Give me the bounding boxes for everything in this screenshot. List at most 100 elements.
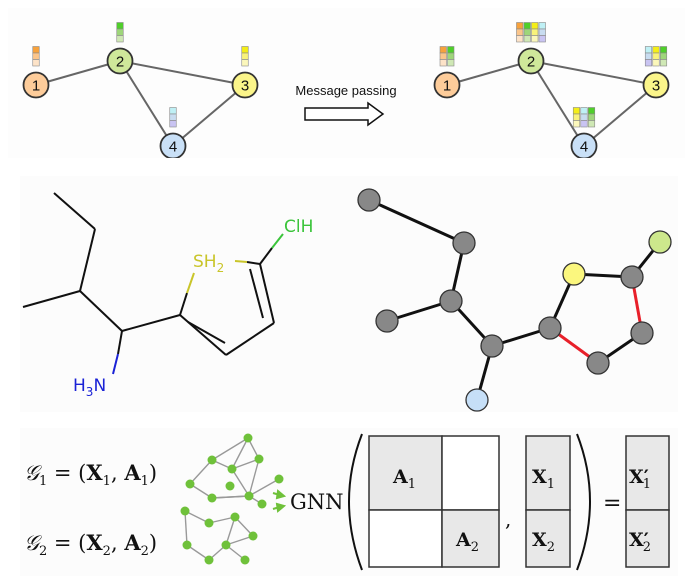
feature-cell (439, 59, 447, 67)
graph-node-3 (231, 71, 259, 99)
node-label: 1 (32, 78, 40, 95)
feature-cell (169, 107, 177, 115)
bond-chlorine (271, 233, 284, 249)
small-graph-node (248, 531, 258, 541)
node-label: 2 (527, 54, 535, 71)
graph2-drawing (180, 506, 258, 565)
feature-cell (447, 59, 455, 67)
sulfur-label: SH2 (193, 252, 224, 275)
bond (79, 228, 96, 292)
feature-cell (652, 59, 660, 67)
feature-cell (538, 35, 546, 43)
bond (249, 268, 264, 319)
node-label: 1 (443, 78, 451, 95)
graph-edge (119, 60, 174, 147)
feature-cell (32, 52, 40, 60)
message-passing-arrow: Message passing (295, 83, 397, 127)
graph-edge (119, 60, 246, 86)
feature-cell (116, 22, 124, 30)
feature-cell (587, 107, 596, 115)
adjacency-block-matrix: A1 A2 (368, 435, 500, 568)
graph-node-1 (433, 71, 461, 99)
small-graph-edge (225, 535, 254, 546)
mol-bond (368, 198, 465, 245)
feature-cell (516, 28, 524, 36)
bond (53, 192, 96, 230)
node-label: 3 (241, 78, 249, 95)
bond (22, 290, 81, 308)
graph-edge (35, 60, 121, 86)
small-graph-node (207, 493, 217, 503)
small-graph-node (221, 540, 231, 550)
comma: , (505, 507, 511, 531)
batching-panel: 𝒢1 = (X1, A1) 𝒢2 = (X2, A2) GNN A1 A2 , (20, 428, 678, 576)
feature-cell (32, 59, 40, 67)
mol-atom-sulfur (562, 262, 586, 286)
mol-atom-carbon (480, 334, 504, 358)
small-graph-node (244, 491, 254, 501)
graph-node-3 (642, 71, 670, 99)
small-graph-edge (231, 437, 249, 470)
feature-cell (116, 35, 124, 43)
graph-node-1 (22, 71, 50, 99)
bond (179, 314, 227, 356)
feature-cell (241, 59, 249, 67)
small-graph-node (204, 518, 214, 528)
feature-cell (580, 120, 588, 128)
feature-cell (531, 35, 539, 43)
graph1-drawing (185, 433, 284, 509)
small-graph-node (204, 555, 214, 565)
arrowhead-icon (275, 502, 287, 513)
small-graph-node (254, 454, 264, 464)
mol-atom-nitrogen (465, 388, 489, 412)
bond-sulfur (186, 272, 195, 294)
x1-label: X1 (532, 466, 555, 492)
graph-edge (530, 60, 585, 147)
small-graph-edge (248, 478, 280, 497)
feature-cell (116, 28, 124, 36)
small-graph-node (240, 555, 250, 565)
x2-prime-label: X′2 (629, 529, 651, 555)
left-paren (348, 433, 363, 571)
small-graph-edge (211, 495, 250, 499)
arrowhead-icon (275, 489, 287, 500)
node-label: 4 (169, 139, 177, 156)
feature-cell (523, 22, 531, 30)
mol-atom-carbon (452, 231, 476, 255)
graph-edge (530, 60, 657, 86)
feature-block-matrix: X1 X2 (525, 435, 571, 568)
graph-node-2 (106, 47, 134, 75)
block-x1 (525, 435, 571, 511)
graph-edge (172, 84, 246, 147)
graph1-formula: 𝒢1 = (X1, A1) (24, 460, 157, 489)
molecule-svg: SH2 ClH H3N (22, 188, 672, 412)
block-x1-prime (625, 435, 670, 511)
bond (259, 263, 275, 324)
skeletal-formula (22, 192, 284, 375)
nitrogen-label: H3N (73, 376, 106, 399)
block-empty (441, 435, 500, 511)
bond (187, 321, 226, 344)
graph2-formula: 𝒢2 = (X2, A2) (24, 530, 157, 559)
block-x2 (525, 509, 571, 568)
small-graph-node (185, 479, 195, 489)
feature-cell (241, 52, 249, 60)
feature-cell (652, 46, 660, 54)
mol-atom-carbon (630, 321, 654, 345)
small-graph-node (243, 433, 253, 443)
feature-cell (447, 52, 455, 60)
small-graph-edge (189, 459, 213, 485)
graph-node-4 (570, 132, 598, 158)
message-passing-label: Message passing (295, 83, 396, 98)
node-label: 3 (652, 78, 660, 95)
bond (79, 290, 123, 332)
x2-label: X2 (532, 529, 555, 555)
feature-cell (659, 46, 668, 54)
small-graph-edge (231, 458, 260, 470)
small-graph-edge (211, 437, 249, 461)
mol-atom-carbon (620, 265, 644, 289)
feature-cell (652, 52, 660, 60)
bond (225, 322, 275, 356)
feature-cell (587, 113, 596, 121)
